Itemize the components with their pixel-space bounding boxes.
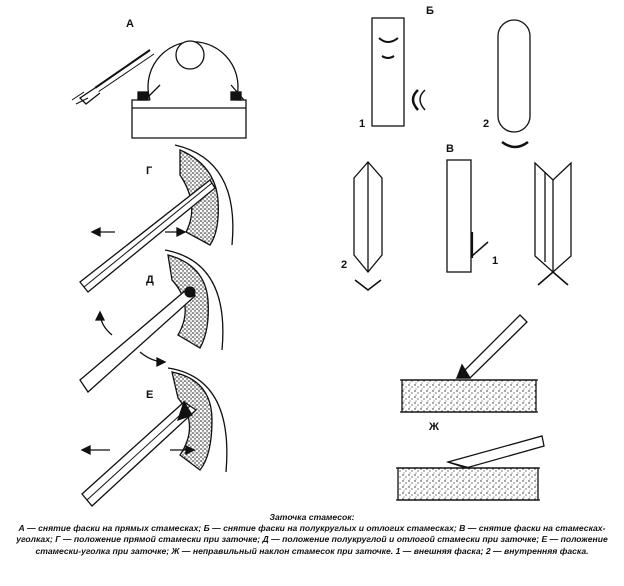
figure-caption: Заточка стамесок: А — снятие фаски на пр… (6, 512, 618, 557)
caption-title: Заточка стамесок: (269, 512, 355, 522)
label-e: Е (146, 389, 153, 401)
label-v-1: 1 (492, 255, 498, 267)
panel-d-semicircular-chisel (79, 249, 224, 393)
panel-zh-wrong-angle (396, 314, 545, 501)
label-b-2: 2 (483, 118, 489, 130)
label-v: В (446, 143, 454, 155)
caption-body: А — снятие фаски на прямых стамесках; Б … (16, 523, 608, 556)
label-g: Г (146, 165, 153, 177)
panel-g-straight-chisel (79, 144, 234, 293)
label-v-2: 2 (341, 259, 347, 271)
label-d: Д (146, 274, 154, 286)
label-b-1: 1 (359, 118, 365, 130)
panel-e-corner-chisel (80, 367, 228, 507)
panel-b-chisels (371, 17, 531, 149)
chisel-sharpening-figure: А Б 1 2 В 2 1 Г (71, 5, 572, 507)
label-b: Б (426, 5, 434, 17)
label-a: А (126, 18, 134, 30)
label-zh: Ж (428, 421, 439, 433)
panel-v-corner-chisels (353, 159, 572, 292)
panel-a-grinder (71, 40, 247, 139)
